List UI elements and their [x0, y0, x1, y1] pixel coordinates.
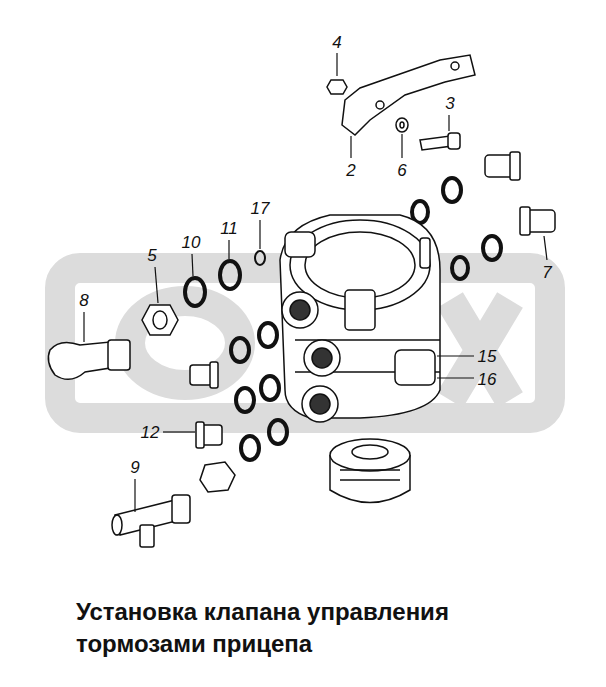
callout-number: 9 — [130, 459, 139, 476]
callout-number: 6 — [397, 162, 406, 179]
valve-body — [280, 215, 440, 422]
callout-number: 7 — [542, 264, 551, 281]
callout-number: 4 — [332, 34, 341, 51]
figure-caption: Установка клапана управления тормозами п… — [76, 596, 546, 661]
leader-lines — [84, 53, 547, 512]
callout-number: 11 — [220, 220, 238, 237]
callout-number: 12 — [141, 424, 160, 441]
callout-number: 5 — [147, 247, 156, 264]
washers-left — [185, 251, 287, 460]
callout-number: 8 — [79, 292, 88, 309]
drawing — [48, 55, 555, 547]
callout-number: 16 — [478, 371, 497, 388]
callout-number: 3 — [445, 95, 454, 112]
callout-number: 10 — [182, 234, 201, 251]
callout-number: 17 — [251, 200, 270, 217]
callout-number: 15 — [478, 348, 497, 365]
callout-number: 2 — [346, 162, 355, 179]
silencer-cap — [330, 439, 410, 503]
